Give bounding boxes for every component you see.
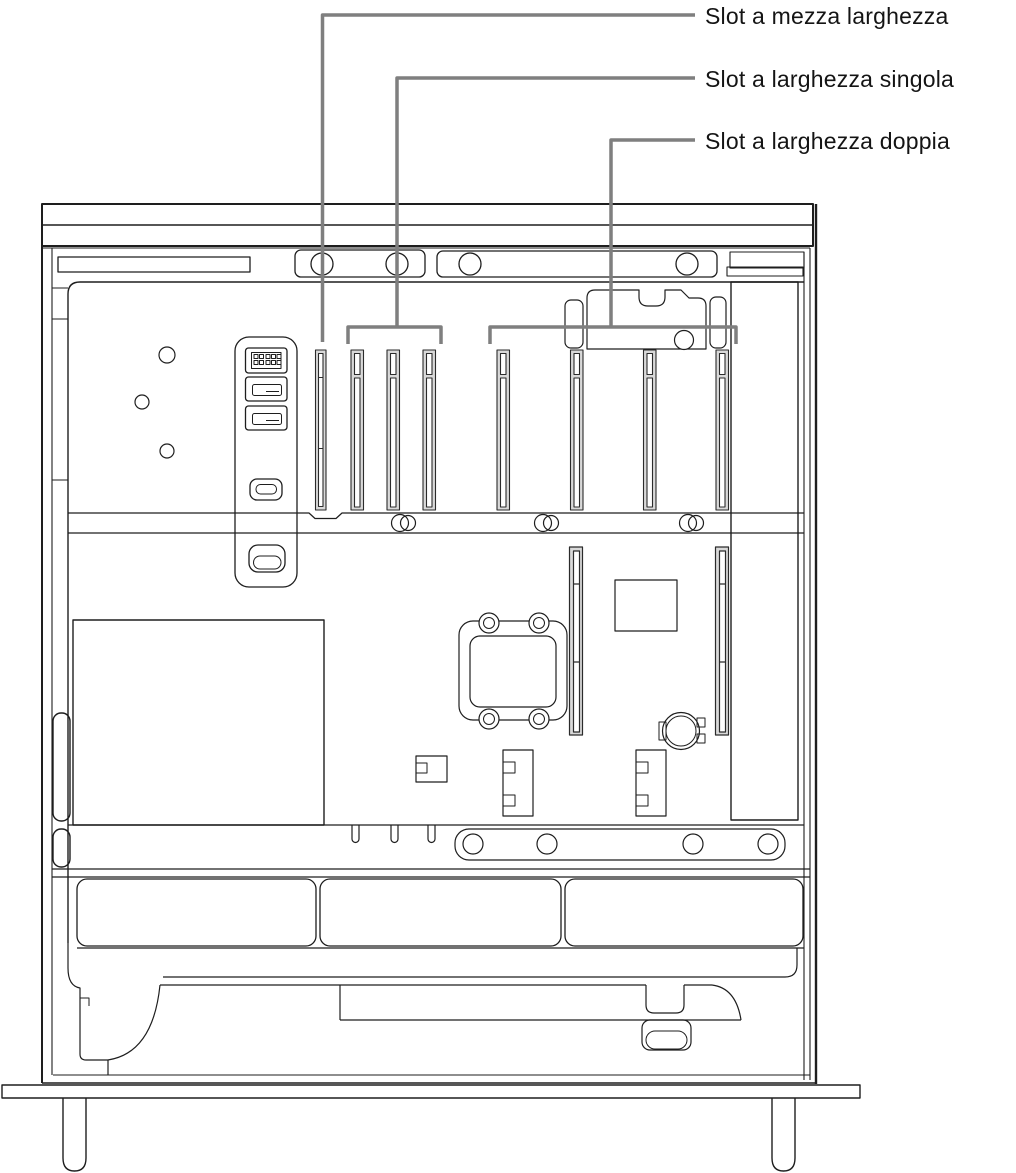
latch-assembly [564, 289, 727, 351]
screw-holes [134, 346, 176, 459]
callout-label-double-width: Slot a larghezza doppia [705, 128, 950, 154]
pcie-slot-single-width [422, 349, 437, 511]
leader-half-width [320, 13, 695, 342]
right-bay [730, 281, 799, 821]
bottom-port [248, 544, 286, 573]
base-stand [1, 1084, 861, 1099]
callout-label-single-width: Slot a larghezza singola [705, 66, 955, 92]
cpu-socket [458, 612, 568, 730]
pcie-slot-half-width [314, 349, 327, 511]
callout-label-half-width: Slot a mezza larghezza [705, 3, 949, 29]
bottom-rail [52, 824, 810, 878]
usb-c-port [249, 478, 283, 501]
bracket-double-width [488, 325, 738, 344]
pcie-slot-double-width [569, 349, 584, 511]
hdmi-port [244, 405, 288, 431]
io-panel [234, 336, 298, 588]
fan-module [76, 878, 317, 947]
top-rails [57, 249, 805, 278]
pcie-slot-single-width [386, 349, 401, 511]
pcie-slot-single-width [350, 349, 365, 511]
fan-bays [76, 878, 804, 947]
rear-foot [62, 1098, 87, 1172]
upper-rail [68, 512, 804, 534]
mpx-connector-slot [714, 546, 730, 736]
fan-module [319, 878, 562, 947]
logic-board-panel [67, 281, 804, 943]
cooling-duct [67, 943, 161, 1075]
board-connector [635, 749, 667, 817]
fan-module [564, 878, 804, 947]
callout-leader-lines [320, 13, 738, 344]
left-wall-tab [52, 828, 71, 868]
vent-slit [390, 825, 399, 844]
vent-slit [351, 825, 360, 844]
leader-double-width [609, 138, 695, 327]
pcie-slot-double-width [496, 349, 511, 511]
vent-slit [427, 825, 436, 844]
mid-board-components [72, 546, 730, 826]
case-shell [1, 203, 861, 1172]
small-connector [415, 755, 448, 783]
pcie-slot-double-width [715, 349, 730, 511]
lower-section [67, 943, 804, 1075]
tab-detail [645, 985, 685, 1014]
pcie-slots-row [314, 349, 730, 511]
board-connector [502, 749, 534, 817]
mpx-connector-slot [568, 546, 584, 736]
chip-component [614, 579, 678, 632]
front-foot [771, 1098, 796, 1172]
hdmi-port [244, 376, 288, 402]
left-wall-tab [52, 712, 71, 822]
latch-handle [641, 1019, 692, 1051]
bracket-single-width [346, 325, 443, 344]
power-supply-box [72, 619, 325, 826]
leader-single-width [395, 76, 695, 326]
pcie-slot-double-width [642, 349, 657, 511]
coin-cell-battery [658, 711, 706, 751]
power-connector-port [244, 347, 288, 374]
